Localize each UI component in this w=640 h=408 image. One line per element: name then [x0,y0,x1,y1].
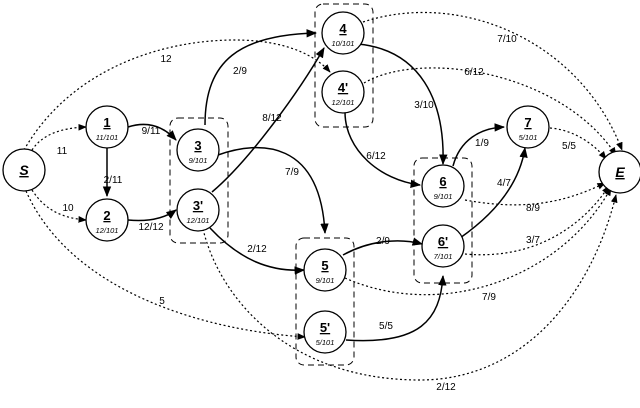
node-e: E [598,150,640,194]
group-box-5 [295,237,355,366]
node-6: 6 9/101 [421,164,465,208]
edge-label-6-e: 8/9 [526,203,540,214]
edge-5p-6p [345,274,447,342]
edge-label-s-1: 11 [57,146,68,157]
node-1-label: 1 [103,115,110,130]
node-5-sub: 9/101 [316,276,335,285]
edge-label-6-7: 1/9 [475,138,489,149]
edge-2-3p [127,209,177,222]
edge-4-e [362,11,623,151]
edge-label-3-4: 2/9 [233,66,247,77]
edge-3-4 [204,29,318,126]
edge-label-4-6: 3/10 [414,100,434,111]
group-box-3 [169,117,229,244]
node-6-label: 6 [439,174,446,189]
node-3p-label: 3' [193,198,203,213]
node-5: 5 9/101 [303,248,347,292]
node-5p: 5' 5/101 [303,310,347,354]
edge-s-4p [23,39,331,151]
node-7: 7 5/101 [506,105,550,149]
node-3p-sub: 12/101 [187,216,210,225]
node-6p-sub: 7/101 [434,252,453,261]
edge-s-2 [31,189,87,223]
edge-5-6p [342,237,424,256]
node-5p-sub: 5/101 [316,338,335,347]
node-3-sub: 9/101 [189,156,208,165]
edge-label-3-5: 7/9 [285,167,299,178]
edge-label-4-e: 7/10 [497,34,517,45]
node-3p: 3' 12/101 [176,188,220,232]
node-2: 2 12/101 [85,198,129,242]
edge-label-1-2: 2/11 [104,175,123,186]
edge-3p-4 [211,47,325,193]
edge-1-3 [127,123,177,141]
edge-6-e [464,182,606,206]
node-4p-sub: 12/101 [332,98,355,107]
edge-label-6p-7: 4/7 [497,178,511,189]
node-2-label: 2 [103,208,110,223]
node-6p: 6' 7/101 [421,224,465,268]
node-s: S [2,148,46,192]
node-e-label: E [615,164,625,180]
edge-label-6p-e: 3/7 [526,235,540,246]
edge-label-7-e: 5/5 [562,141,576,152]
edge-6-7 [452,123,506,167]
edge-label-4p-e: 6/12 [464,67,484,78]
node-s-label: S [19,162,29,178]
edge-6p-7 [459,146,528,239]
edge-3-5 [217,146,329,235]
node-7-label: 7 [524,115,531,130]
node-1-sub: 11/101 [96,133,118,142]
edge-label-5-6p: 2/9 [376,236,390,247]
edge-label-s-5p: 5 [159,296,165,307]
node-1: 1 11/101 [85,105,129,149]
edge-label-3p-e: 2/12 [436,382,456,393]
node-6p-label: 6' [438,234,448,249]
node-5p-label: 5' [320,320,330,335]
edge-6p-e [464,185,610,256]
edge-label-3p-5: 2/12 [247,244,267,255]
edge-label-3p-4: 8/12 [262,113,282,124]
edge-4p-6 [344,111,422,188]
group-box-4 [314,3,374,128]
edge-label-5-e: 7/9 [482,292,496,303]
edge-4p-e [363,67,617,156]
edge-label-4p-6: 6/12 [366,151,386,162]
node-4: 4 10/101 [321,11,365,55]
edge-5-e [344,187,612,296]
node-4p: 4' 12/101 [321,70,365,114]
node-4-label: 4 [339,21,347,36]
edge-3p-e [202,194,618,381]
edge-4-6 [357,43,448,166]
node-2-sub: 12/101 [96,226,119,235]
edge-label-5p-6p: 5/5 [379,321,393,332]
node-3: 3 9/101 [176,128,220,172]
edge-s-5p [25,190,306,340]
node-3-label: 3 [194,138,201,153]
edge-label-s-4p: 12 [160,54,172,65]
edge-label-s-2: 10 [62,203,74,214]
edge-label-2-3p: 12/12 [138,222,163,233]
node-6-sub: 9/101 [434,192,453,201]
edge-3p-5 [209,227,306,275]
node-4-sub: 10/101 [332,39,355,48]
edge-s-1 [31,123,87,151]
node-7-sub: 5/101 [519,133,538,142]
node-5-label: 5 [321,258,328,273]
node-4p-label: 4' [338,80,348,95]
edge-label-1-3: 9/11 [142,126,161,137]
